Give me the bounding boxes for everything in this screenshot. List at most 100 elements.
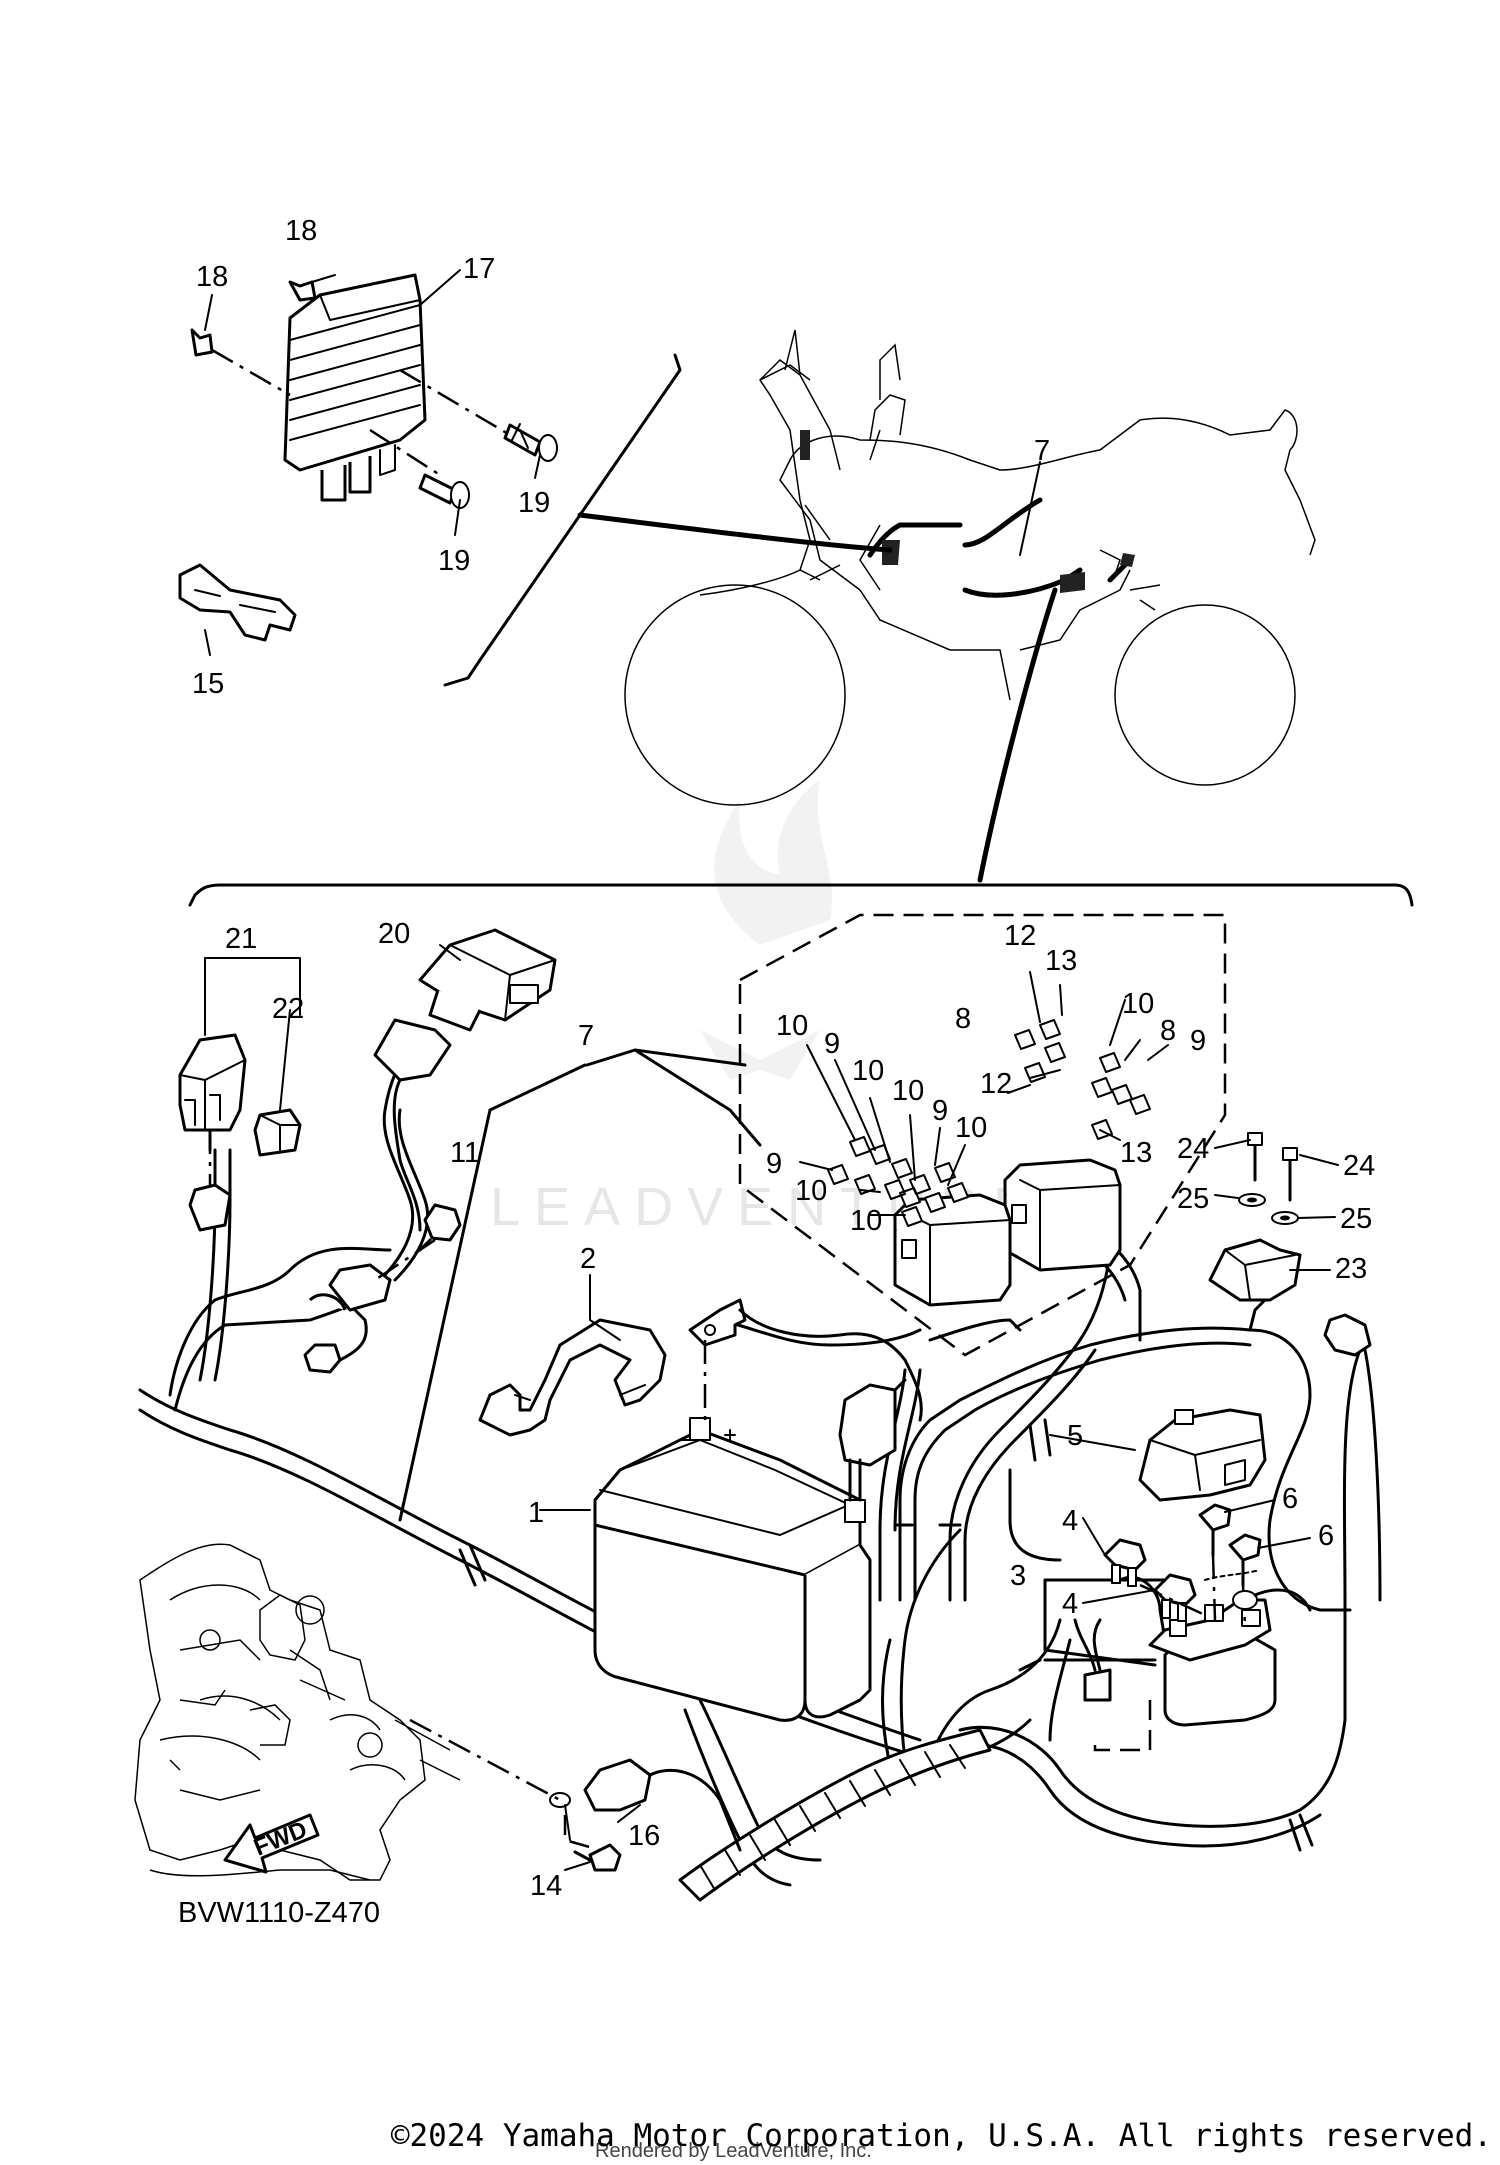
callout-12-upper: 12 <box>1004 920 1036 952</box>
callout-9-a: 9 <box>824 1028 840 1060</box>
fuse-box-upper <box>1003 1158 1122 1272</box>
positive-terminal-cover <box>838 1378 907 1502</box>
cap-22 <box>253 1108 302 1157</box>
copyright-notice: ©2024 Yamaha Motor Corporation, U.S.A. A… <box>390 2118 1492 2154</box>
bolt-19-lower <box>418 473 470 509</box>
diode-holder <box>1208 1238 1302 1302</box>
callout-22: 22 <box>272 993 304 1025</box>
callout-14: 14 <box>530 1870 562 1902</box>
bolt-24-right <box>1282 1147 1298 1161</box>
mini-fuses <box>827 1019 1151 1227</box>
centerline <box>409 1718 561 1802</box>
watermark-logo <box>700 780 833 1080</box>
callout-4-lower: 4 <box>1062 1588 1078 1620</box>
callout-lines-7b <box>633 1048 762 1147</box>
fuse-detail-region <box>738 913 1227 1357</box>
motorcycle-outline <box>577 329 1316 883</box>
section-bracket <box>188 883 1414 907</box>
ground-terminal <box>1248 1298 1267 1332</box>
callout-3: 3 <box>1010 1560 1026 1592</box>
callout-25-right: 25 <box>1340 1203 1372 1235</box>
regulator-clip-lower <box>190 328 214 357</box>
wire-clamp-15 <box>178 563 297 642</box>
callout-16: 16 <box>628 1820 660 1852</box>
callout-25-left: 25 <box>1177 1183 1209 1215</box>
leader-lines <box>204 269 1339 1871</box>
callout-numbers: 1 2 3 4 4 5 6 6 7 7 8 8 9 9 9 9 10 10 10… <box>178 215 1375 1929</box>
centerline <box>369 428 441 477</box>
lamp-socket <box>373 1018 452 1232</box>
drawing-code: BVW1110-Z470 <box>178 1897 380 1929</box>
spare-fuse-lower <box>1153 1573 1197 1622</box>
bolt-24-left <box>1247 1132 1263 1146</box>
centerline <box>399 368 511 437</box>
callout-10-g: 10 <box>1122 988 1154 1020</box>
rectifier-regulator <box>283 273 427 502</box>
flasher-relay <box>418 928 557 1032</box>
callout-9-d: 9 <box>1190 1025 1206 1057</box>
harness-connector-left <box>188 1183 232 1232</box>
harness-break <box>458 1543 487 1587</box>
centerline <box>374 1238 436 1282</box>
callout-2: 2 <box>580 1243 596 1275</box>
starter-relay <box>1148 1598 1277 1727</box>
callout-10-d: 10 <box>955 1112 987 1144</box>
harness-branch-connectors <box>303 1263 392 1374</box>
bolt-14-dashline <box>563 1815 601 1852</box>
callout-24-left: 24 <box>1177 1133 1209 1165</box>
callout-9-b: 9 <box>932 1095 948 1127</box>
callout-5: 5 <box>1067 1420 1083 1452</box>
callout-10-c: 10 <box>892 1075 924 1107</box>
callout-10-f: 10 <box>850 1205 882 1237</box>
callout-7-upper: 7 <box>1034 435 1050 467</box>
regulator-clip-upper <box>288 280 317 302</box>
battery-band <box>478 1318 667 1437</box>
callout-1: 1 <box>528 1497 544 1529</box>
callout-17: 17 <box>463 253 495 285</box>
callout-bracket-top <box>443 353 682 687</box>
callout-21: 21 <box>225 923 257 955</box>
callout-7-lower: 7 <box>578 1020 594 1052</box>
relay-screw-right <box>1228 1533 1262 1587</box>
callout-20: 20 <box>378 918 410 950</box>
bolt-19-upper <box>503 423 558 462</box>
harness-break <box>1288 1813 1314 1852</box>
callout-10-e: 10 <box>795 1175 827 1207</box>
callout-19-upper: 19 <box>518 487 550 519</box>
centerline <box>211 348 291 397</box>
engine-sketch <box>134 1543 461 1881</box>
callout-13-lower: 13 <box>1120 1137 1152 1169</box>
relay-lead <box>1204 1569 1312 1612</box>
callout-10-b: 10 <box>852 1055 884 1087</box>
coupler-21 <box>178 1033 247 1132</box>
callout-23: 23 <box>1335 1253 1367 1285</box>
rendered-by-credit: Rendered by LeadVenture, Inc. <box>595 2140 872 2162</box>
callout-18-lower: 18 <box>196 261 228 293</box>
taped-harness <box>678 1728 992 1902</box>
callout-13-upper: 13 <box>1045 945 1077 977</box>
callout-6-upper: 6 <box>1282 1483 1298 1515</box>
fwd-direction-arrow: FWD <box>223 1813 320 1874</box>
callout-15: 15 <box>192 668 224 700</box>
diode-bolts <box>1253 1138 1292 1202</box>
callout-10-a: 10 <box>776 1010 808 1042</box>
callout-8-left: 8 <box>955 1003 971 1035</box>
callout-12-lower: 12 <box>980 1068 1012 1100</box>
callout-6-lower: 6 <box>1318 1520 1334 1552</box>
battery <box>593 1417 872 1722</box>
coupler-23 <box>1323 1313 1372 1357</box>
relay-cover <box>1138 1408 1267 1502</box>
callout-11: 11 <box>450 1137 480 1169</box>
sensor-16 <box>549 1758 742 1852</box>
callout-18-upper: 18 <box>285 215 317 247</box>
relay-screw-left <box>1198 1503 1232 1557</box>
spare-fuse-upper <box>1103 1538 1147 1587</box>
callout-bracket-3 <box>1043 1578 1167 1667</box>
relay-connector <box>1073 1618 1112 1702</box>
callout-4-upper: 4 <box>1062 1505 1078 1537</box>
callout-19-lower: 19 <box>438 545 470 577</box>
bolt-14 <box>573 1843 622 1872</box>
callout-9-c: 9 <box>766 1148 782 1180</box>
